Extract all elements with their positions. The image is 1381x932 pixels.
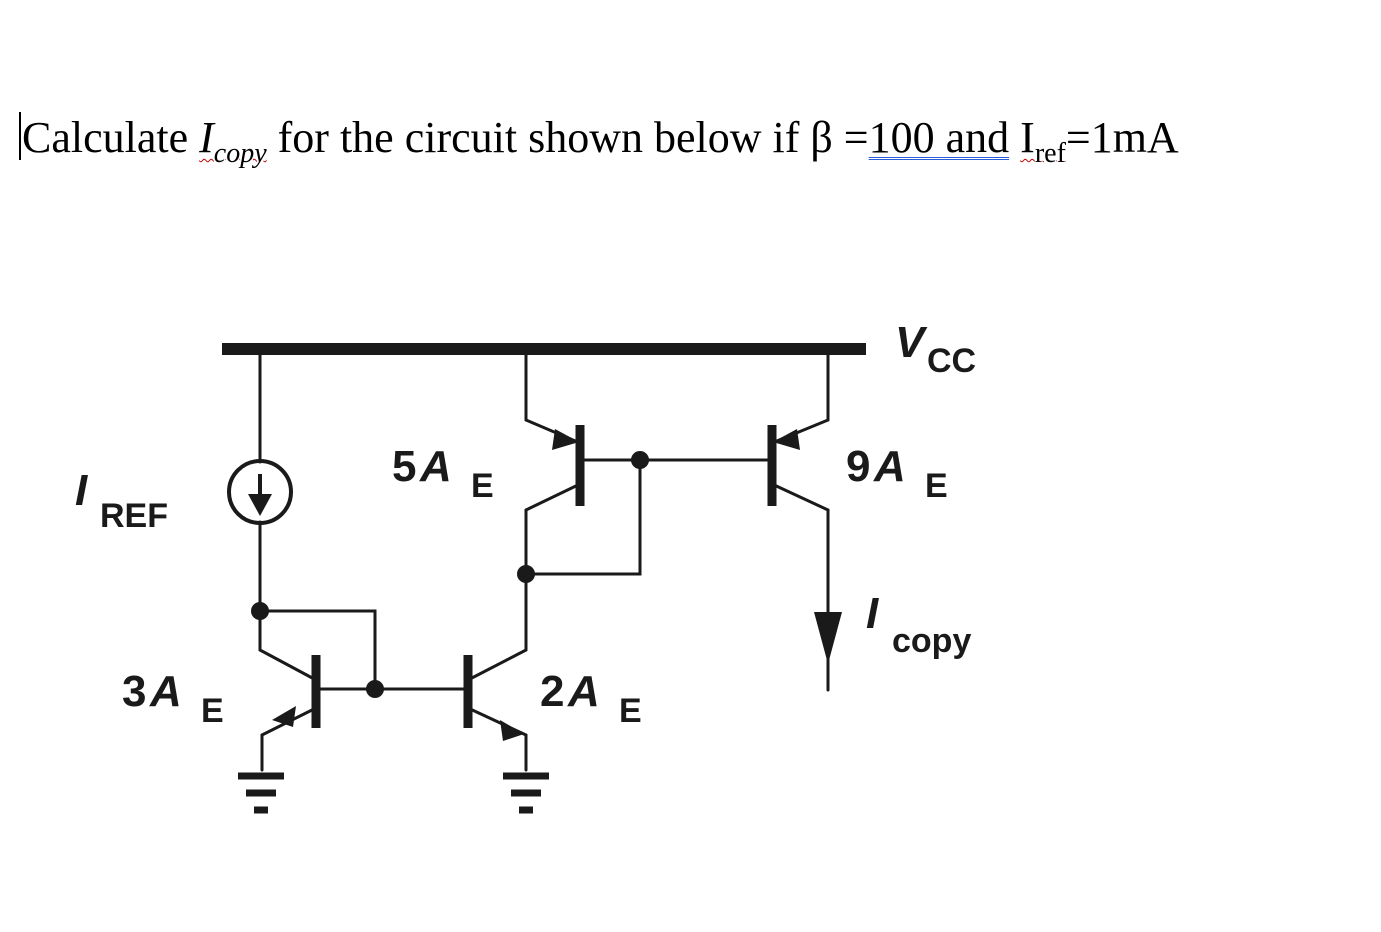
q3-emitter-arrow [552, 429, 579, 450]
q2-area-sub: E [619, 692, 642, 730]
q3-diode-connection [524, 458, 642, 576]
q2-area-symbol: A [567, 667, 600, 716]
beta-symbol: β [810, 113, 833, 162]
q4-area-symbol: A [873, 442, 906, 491]
junction-dot-iref [251, 602, 269, 620]
iref-value: =1mA [1065, 113, 1179, 162]
iref-symbol: Iref [1020, 113, 1066, 168]
vcc-label-sub: CC [927, 342, 976, 380]
icopy-label-main: I [866, 589, 879, 638]
icopy-label-sub: copy [892, 622, 971, 660]
junction-dot-base [366, 680, 384, 698]
iref-sub: ref [1034, 138, 1066, 169]
current-source-arrow-head [248, 494, 272, 516]
iref-label-sub: REF [100, 497, 168, 535]
beta-equals: = [832, 113, 869, 162]
q1-area-num: 3 [122, 667, 146, 716]
question-prefix: Calculate [22, 113, 200, 162]
q1-diode-connection [258, 609, 377, 691]
iref-label-main: I [75, 466, 88, 515]
q3-area-sub: E [471, 467, 494, 505]
q2-area-num: 2 [540, 667, 564, 716]
q1-emitter-arrow [272, 706, 296, 727]
icopy-main: I [199, 113, 214, 162]
question-middle: for the circuit shown below if [266, 113, 811, 162]
text-cursor [19, 112, 21, 160]
question-text: Calculate Icopy for the circuit shown be… [22, 110, 1179, 168]
iref-main: I [1020, 113, 1035, 162]
q2-emitter-arrow [500, 720, 524, 741]
q1-area-symbol: A [149, 667, 182, 716]
q4-collector-lead [770, 482, 830, 512]
q1-area-sub: E [201, 692, 224, 730]
junction-dot-top [631, 451, 649, 469]
q4-area-sub: E [925, 467, 948, 505]
q1-collector-lead [258, 648, 318, 682]
q3-area-num: 5 [392, 442, 416, 491]
q2-collector-lead [466, 648, 528, 682]
vcc-label-main: V [895, 318, 928, 367]
q4-area-num: 9 [846, 442, 870, 491]
icopy-sub: copy [213, 138, 267, 169]
junction-dot-mid [517, 565, 535, 583]
icopy-arrow-head [814, 612, 842, 664]
q3-area-symbol: A [419, 442, 452, 491]
icopy-symbol: Icopy [199, 113, 267, 168]
q3-collector-lead [524, 482, 582, 512]
q4-emitter-arrow [773, 429, 800, 450]
beta-value: 100 and [868, 113, 1010, 162]
